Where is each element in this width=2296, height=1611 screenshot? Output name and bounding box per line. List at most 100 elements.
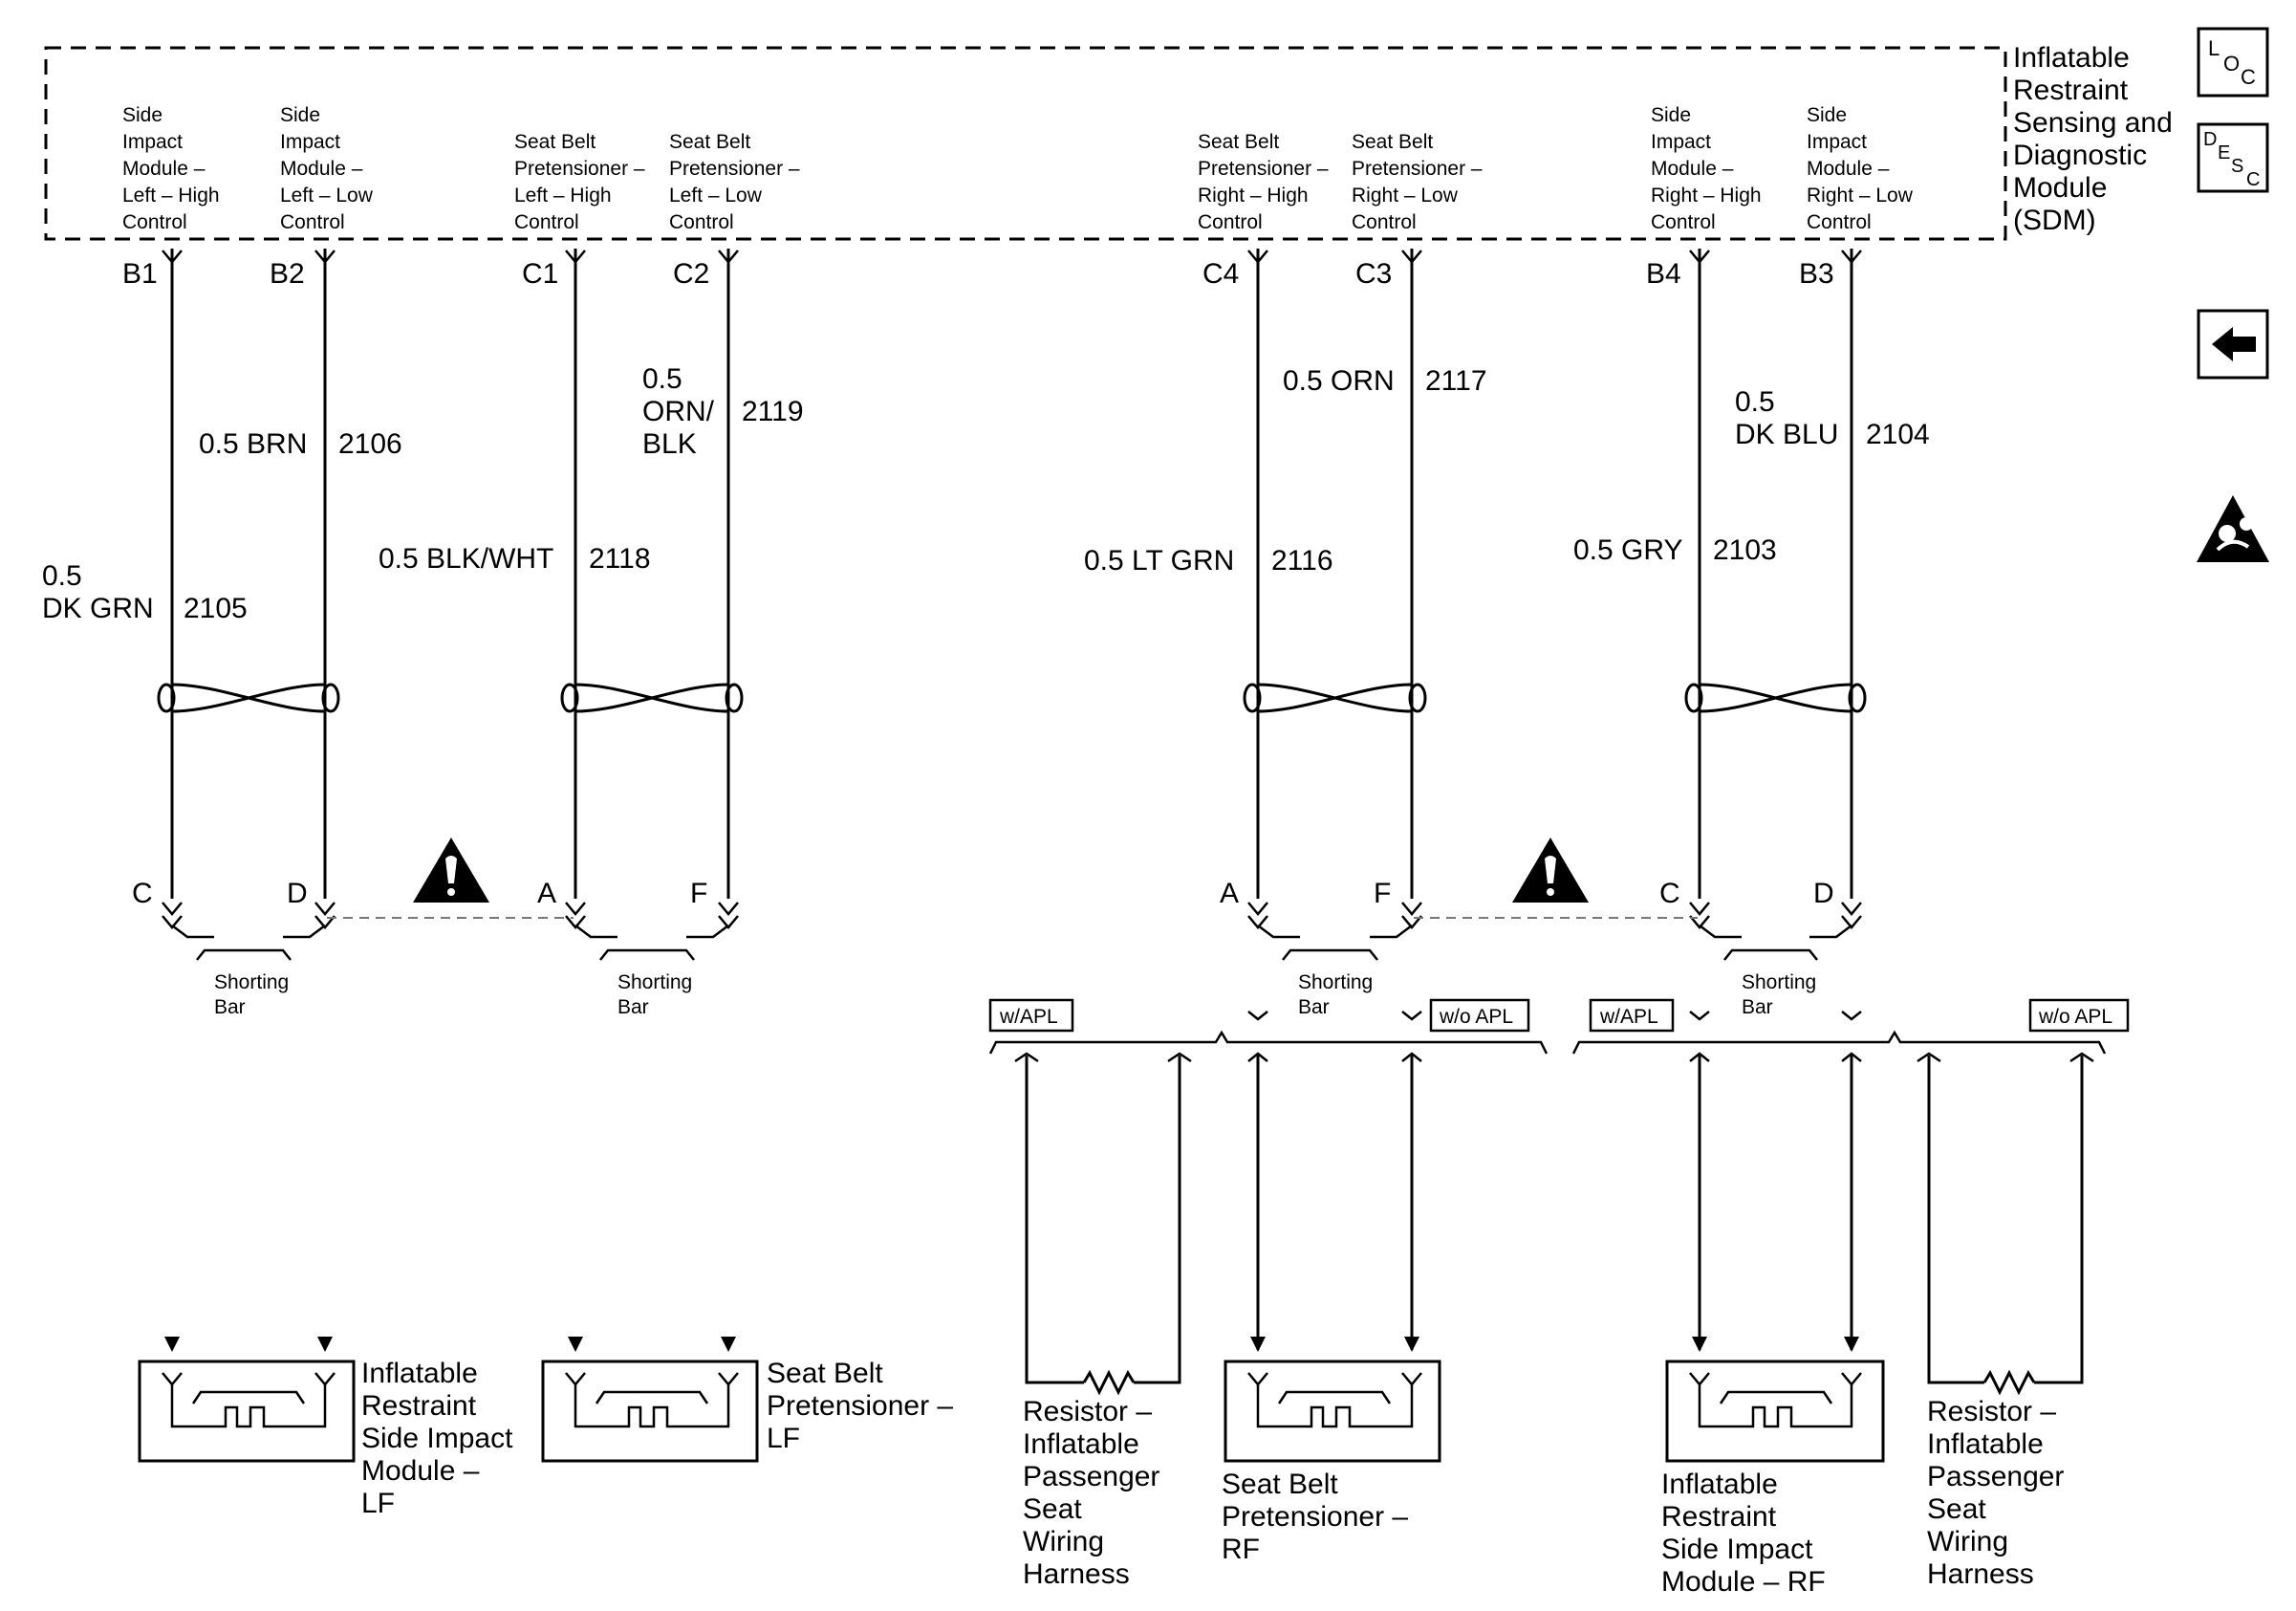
svg-text:Impact: Impact: [1651, 131, 1711, 153]
svg-text:2103: 2103: [1713, 534, 1777, 566]
svg-text:Pretensioner –: Pretensioner –: [514, 158, 645, 180]
component-rf-side-impact: [1665, 1360, 1885, 1463]
svg-text:Restraint: Restraint: [361, 1390, 477, 1422]
svg-text:Control: Control: [1198, 211, 1263, 233]
svg-text:Bar: Bar: [1742, 996, 1773, 1018]
svg-text:0.5 BRN: 0.5 BRN: [199, 428, 307, 460]
svg-text:Seat Belt: Seat Belt: [1352, 131, 1433, 153]
svg-text:Right – Low: Right – Low: [1807, 185, 1914, 207]
svg-text:0.5 ORN: 0.5 ORN: [1283, 365, 1395, 397]
svg-text:Pretensioner –: Pretensioner –: [669, 158, 800, 180]
svg-text:F: F: [1374, 878, 1391, 909]
svg-text:F: F: [690, 878, 707, 909]
wire-arrowheads: [164, 1337, 1859, 1352]
svg-text:Control: Control: [514, 211, 579, 233]
svg-text:Resistor –: Resistor –: [1927, 1396, 2056, 1427]
sdm-label-line-5: Module: [2013, 172, 2107, 204]
wire-labels: 0.5 DK GRN 2105 0.5 BRN 2106 0.5 BLK/WHT…: [42, 363, 1930, 624]
svg-text:Shorting: Shorting: [214, 971, 289, 993]
svg-text:Bar: Bar: [617, 996, 649, 1018]
function-labels: Side Impact Module – Left – High Control…: [122, 104, 1914, 233]
warning-icon[interactable]: [1512, 838, 1589, 903]
svg-text:Inflatable: Inflatable: [1023, 1428, 1139, 1460]
svg-text:DK GRN: DK GRN: [42, 593, 154, 624]
airbag-warning-icon[interactable]: [2197, 495, 2269, 562]
svg-text:Pretensioner –: Pretensioner –: [767, 1390, 953, 1422]
pin-label-c2: C2: [673, 258, 709, 290]
svg-text:LF: LF: [361, 1488, 395, 1519]
svg-text:A: A: [1220, 878, 1239, 909]
sdm-pin-labels: B1 B2 C1 C2 C4 C3 B4 B3: [122, 258, 1834, 290]
resistor-symbol: [1982, 1369, 2036, 1396]
twisted-pair-symbols: [157, 683, 1867, 713]
svg-text:Harness: Harness: [1023, 1558, 1130, 1590]
sdm-label-line-1: Inflatable: [2013, 42, 2130, 74]
back-arrow-icon[interactable]: [2197, 309, 2269, 380]
svg-text:Seat Belt: Seat Belt: [1198, 131, 1279, 153]
svg-text:0.5: 0.5: [642, 363, 682, 395]
inline-connectors: [162, 902, 1862, 929]
svg-text:0.5: 0.5: [1735, 386, 1775, 418]
svg-text:Side: Side: [1807, 104, 1847, 126]
svg-text:Side Impact: Side Impact: [361, 1423, 513, 1454]
warning-icon[interactable]: [413, 838, 489, 903]
svg-text:Inflatable: Inflatable: [361, 1358, 478, 1389]
svg-text:Seat Belt: Seat Belt: [767, 1358, 883, 1389]
pin-label-b4: B4: [1646, 258, 1681, 290]
svg-text:Side: Side: [1651, 104, 1691, 126]
svg-text:Left – Low: Left – Low: [280, 185, 374, 207]
svg-text:C: C: [132, 878, 153, 909]
component-labels: Inflatable Restraint Side Impact Module …: [361, 1358, 2064, 1598]
svg-text:Wiring: Wiring: [1023, 1526, 1104, 1557]
svg-text:RF: RF: [1222, 1534, 1260, 1565]
svg-text:ORN/: ORN/: [642, 396, 715, 427]
svg-text:Right – High: Right – High: [1651, 185, 1762, 207]
svg-text:C: C: [2241, 65, 2256, 89]
svg-text:Harness: Harness: [1927, 1558, 2034, 1590]
svg-text:Passenger: Passenger: [1023, 1461, 1159, 1492]
svg-text:2116: 2116: [1271, 545, 1333, 577]
svg-text:Pretensioner –: Pretensioner –: [1352, 158, 1483, 180]
sdm-label-line-6: (SDM): [2013, 205, 2096, 236]
svg-text:Seat Belt: Seat Belt: [1222, 1469, 1338, 1500]
component-lf-pretensioner: [541, 1360, 759, 1463]
svg-text:0.5 GRY: 0.5 GRY: [1573, 534, 1683, 566]
svg-text:Module –: Module –: [280, 158, 363, 180]
svg-text:2105: 2105: [184, 593, 248, 624]
svg-text:D: D: [1813, 878, 1834, 909]
svg-text:Pretensioner –: Pretensioner –: [1198, 158, 1329, 180]
connector-pin-labels: C D A F A F C D: [132, 878, 1834, 909]
component-rf-pretensioner: [1224, 1360, 1441, 1463]
svg-text:Right – High: Right – High: [1198, 185, 1309, 207]
svg-text:Bar: Bar: [214, 996, 246, 1018]
svg-text:Module –: Module –: [122, 158, 206, 180]
desc-icon[interactable]: D E S C: [2197, 122, 2269, 193]
svg-text:Left – High: Left – High: [514, 185, 612, 207]
svg-text:Shorting: Shorting: [1742, 971, 1816, 993]
svg-text:Seat Belt: Seat Belt: [669, 131, 750, 153]
lower-wires: [1014, 1052, 2094, 1384]
component-lf-side-impact: [138, 1360, 356, 1463]
svg-text:A: A: [537, 878, 556, 909]
option-with-apl: w/APL: [999, 1006, 1058, 1028]
svg-text:Shorting: Shorting: [617, 971, 692, 993]
svg-text:E: E: [2218, 142, 2230, 163]
option-with-apl: w/APL: [1599, 1006, 1658, 1028]
svg-text:Impact: Impact: [1807, 131, 1867, 153]
svg-text:L: L: [2208, 36, 2220, 60]
svg-text:Control: Control: [280, 211, 345, 233]
svg-text:Seat: Seat: [1023, 1493, 1082, 1525]
svg-text:Right – Low: Right – Low: [1352, 185, 1459, 207]
svg-text:Restraint: Restraint: [1661, 1501, 1777, 1533]
sdm-label-line-4: Diagnostic: [2013, 140, 2147, 171]
svg-text:Control: Control: [1651, 211, 1716, 233]
svg-text:BLK: BLK: [642, 428, 697, 460]
sdm-pin-chevrons: [162, 250, 1862, 264]
shorting-bars: Shorting Bar Shorting Bar Shorting Bar S…: [171, 925, 1852, 1018]
loc-icon[interactable]: L O C: [2197, 27, 2269, 98]
pin-label-c4: C4: [1202, 258, 1239, 290]
svg-text:Module –: Module –: [1651, 158, 1734, 180]
svg-text:Module –: Module –: [361, 1455, 480, 1487]
svg-text:Wiring: Wiring: [1927, 1526, 2008, 1557]
